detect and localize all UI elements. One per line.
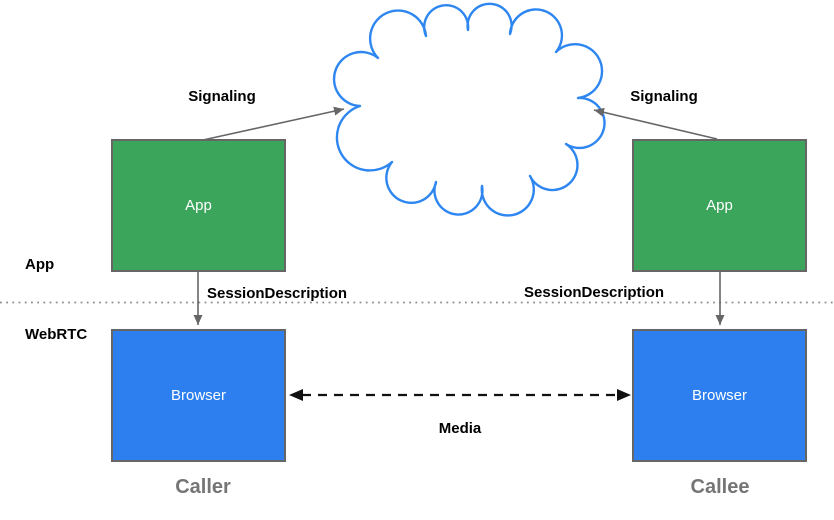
caller-browser-label: Browser: [170, 387, 226, 404]
media-label: Media: [438, 420, 482, 437]
signaling-label-right: Signaling: [630, 88, 698, 105]
session-description-label-left: SessionDescription: [207, 285, 348, 302]
session-description-label-right: SessionDescription: [524, 284, 665, 301]
callee-browser-box: Browser: [632, 329, 807, 462]
callee-browser-label: Browser: [691, 387, 747, 404]
caller-app-label: App: [185, 197, 212, 214]
callee-app-box: App: [632, 139, 807, 272]
caller-browser-box: Browser: [111, 329, 286, 462]
callee-app-label: App: [706, 197, 733, 214]
app-layer-label: App: [25, 256, 55, 273]
webrtc-layer-label: WebRTC: [25, 326, 88, 343]
caller-app-box: App: [111, 139, 286, 272]
media-arrowhead-left: [289, 389, 303, 401]
signaling-arrow-right: [593, 107, 718, 140]
media-arrowhead-right: [617, 389, 631, 401]
signaling-label-left: Signaling: [188, 88, 256, 105]
callee-caption: Callee: [690, 476, 750, 498]
signaling-network-cloud-icon: [332, 2, 606, 217]
caller-caption: Caller: [175, 476, 231, 498]
signaling-arrow-left: [202, 106, 345, 141]
